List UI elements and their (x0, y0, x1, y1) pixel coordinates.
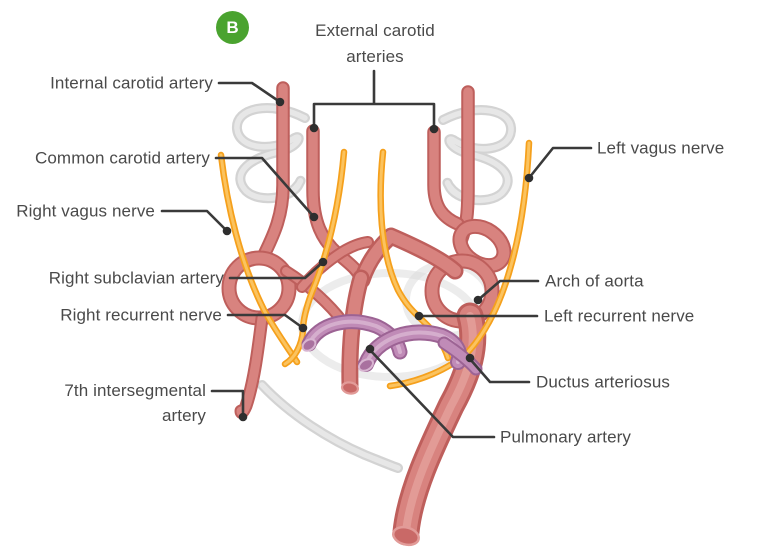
label-external-carotid-arteries: External carotid arteries (315, 18, 435, 70)
label-line: External carotid (315, 21, 435, 40)
leader-left-vagus (527, 146, 593, 180)
label-7th-intersegmental-artery: 7th intersegmental artery (64, 378, 206, 428)
label-left-recurrent-nerve: Left recurrent nerve (544, 306, 695, 326)
leader-dots (222, 97, 534, 422)
label-left-vagus-nerve: Left vagus nerve (597, 138, 725, 158)
label-internal-carotid-artery: Internal carotid artery (50, 73, 213, 93)
label-right-vagus-nerve: Right vagus nerve (16, 201, 155, 221)
label-ductus-arteriosus: Ductus arteriosus (536, 372, 670, 392)
label-line: 7th intersegmental (64, 381, 206, 400)
leader-pulmonary-artery (368, 348, 496, 439)
label-pulmonary-artery: Pulmonary artery (500, 427, 632, 447)
label-line: arteries (346, 47, 404, 66)
leader-arch-of-aorta (476, 279, 540, 302)
leader-external-carotid (312, 69, 436, 130)
pulmonary-arteries-purple (301, 314, 483, 376)
label-line: artery (161, 406, 206, 425)
label-common-carotid-artery: Common carotid artery (35, 148, 210, 168)
leader-7th-intersegmental (210, 389, 245, 418)
leader-right-subclavian (228, 260, 325, 280)
panel-badge: B (216, 11, 249, 44)
leader-common-carotid (214, 156, 316, 219)
label-arch-of-aorta: Arch of aorta (545, 271, 644, 291)
label-right-recurrent-nerve: Right recurrent nerve (60, 305, 222, 325)
leader-right-vagus (160, 209, 229, 233)
leader-right-recurrent (226, 313, 305, 330)
leader-ductus-arteriosus (468, 357, 531, 384)
label-right-subclavian-artery: Right subclavian artery (48, 268, 224, 288)
leader-lines (160, 69, 593, 439)
leader-internal-carotid (217, 81, 282, 104)
